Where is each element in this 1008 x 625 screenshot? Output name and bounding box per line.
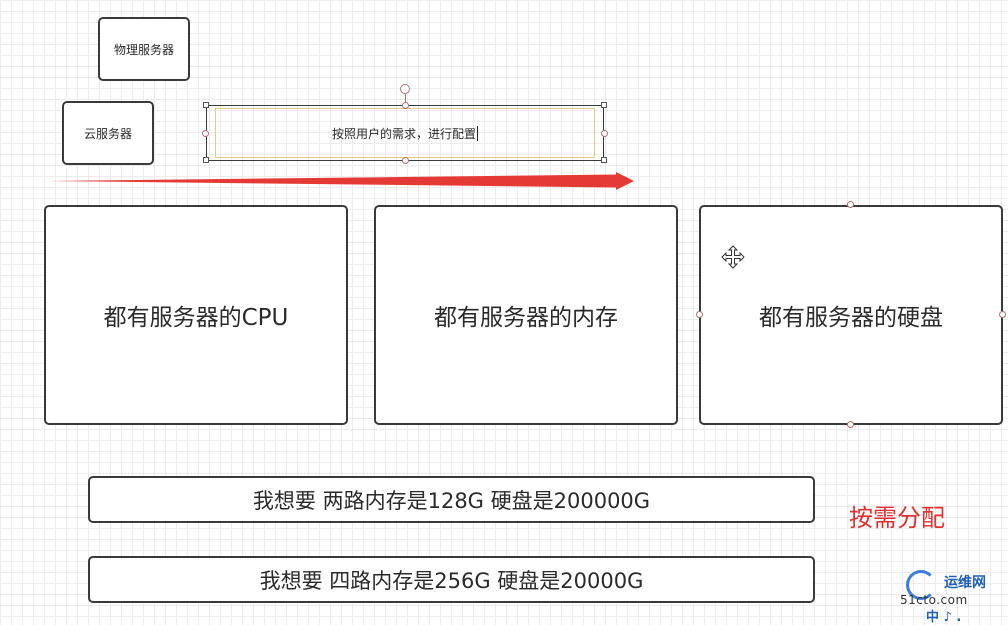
arrow-head (616, 172, 634, 190)
cpu-resource-label: 都有服务器的CPU (103, 305, 289, 331)
resize-handle-top-left[interactable] (203, 102, 209, 108)
disk-connect-handle-top[interactable] (847, 201, 854, 208)
request-box-2[interactable]: 我想要 四路内存是256G 硬盘是20000G (88, 556, 815, 603)
request-box-1[interactable]: 我想要 两路内存是128G 硬盘是200000G (88, 476, 815, 523)
watermark-badge: 中 ♪ . (926, 610, 962, 625)
rotate-stem (405, 94, 406, 105)
physical-server-label: 物理服务器 (113, 42, 174, 57)
disk-resource-label: 都有服务器的硬盘 (759, 305, 943, 331)
request-label-1: 我想要 两路内存是128G 硬盘是200000G (252, 488, 651, 513)
cloud-server-label: 云服务器 (83, 126, 132, 141)
cloud-server-node[interactable]: 云服务器 (62, 101, 154, 165)
arrow-shaft (48, 174, 618, 188)
resize-handle-top-right[interactable] (601, 102, 607, 108)
resize-handle-bottom-right[interactable] (601, 157, 607, 163)
memory-resource-box[interactable]: 都有服务器的内存 (374, 205, 678, 425)
connect-handle-right[interactable] (601, 130, 608, 137)
config-note-label: 按照用户的需求，进行配置 (331, 126, 476, 141)
connect-handle-left[interactable] (202, 130, 209, 137)
physical-server-node[interactable]: 物理服务器 (98, 17, 190, 81)
site-logo-icon (906, 570, 936, 600)
config-note-editor[interactable]: 按照用户的需求，进行配置 (215, 108, 595, 158)
connect-handle-bottom[interactable] (402, 157, 409, 164)
connect-handle-top[interactable] (402, 102, 409, 109)
config-note-box[interactable]: 按照用户的需求，进行配置 (206, 105, 604, 161)
resize-handle-bottom-left[interactable] (203, 157, 209, 163)
text-caret (477, 125, 478, 141)
memory-resource-label: 都有服务器的内存 (434, 305, 618, 331)
on-demand-annotation: 按需分配 (849, 504, 945, 532)
disk-connect-handle-left[interactable] (696, 311, 703, 318)
move-cursor-icon (721, 245, 745, 269)
request-label-2: 我想要 四路内存是256G 硬盘是20000G (259, 568, 644, 593)
watermark-url: 51cto.com (900, 593, 968, 607)
rotate-handle[interactable] (400, 84, 410, 94)
site-watermark: 运维网 51cto.com 中 ♪ . (900, 568, 1008, 625)
disk-connect-handle-right[interactable] (999, 311, 1006, 318)
cpu-resource-box[interactable]: 都有服务器的CPU (44, 205, 348, 425)
disk-resource-box[interactable]: 都有服务器的硬盘 (699, 205, 1003, 425)
disk-connect-handle-bottom[interactable] (847, 421, 854, 428)
flow-arrow[interactable] (48, 168, 638, 194)
watermark-title: 运维网 (944, 575, 986, 591)
